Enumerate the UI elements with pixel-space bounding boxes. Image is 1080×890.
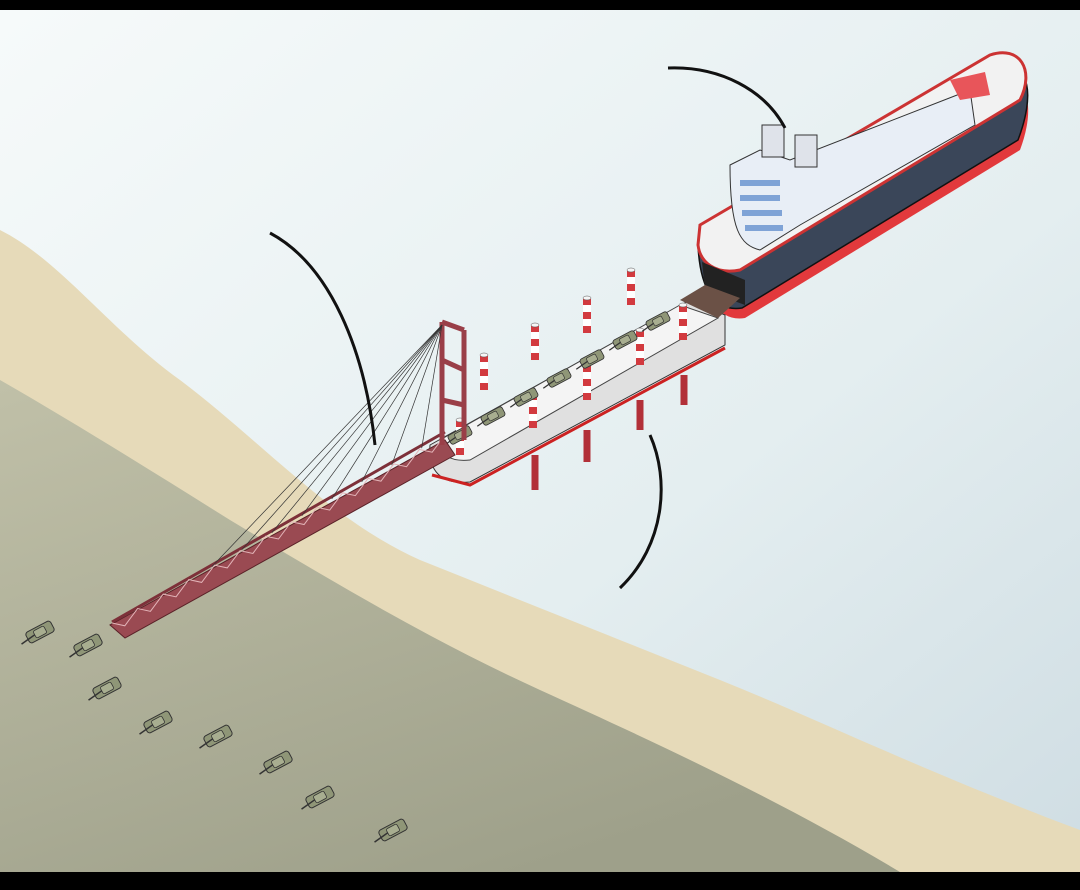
pylon — [678, 302, 688, 340]
bridge-lattice — [111, 434, 446, 627]
ship-funnel — [794, 134, 818, 168]
tank — [69, 633, 103, 658]
tank — [88, 676, 122, 701]
tank — [374, 818, 408, 843]
barge-link-ramp — [680, 285, 740, 318]
tank — [542, 368, 572, 389]
ship-stern-ramp-opening — [702, 262, 745, 305]
tank — [199, 724, 233, 749]
barge-pylons — [455, 267, 688, 455]
motion-arc — [269, 231, 377, 446]
access-bridge — [109, 319, 467, 639]
tank — [21, 620, 55, 645]
bridge-tower — [439, 319, 467, 445]
floating-barge — [429, 285, 740, 490]
bridge-top-chord — [111, 430, 446, 624]
bridge-truss — [109, 439, 456, 639]
pylon — [626, 267, 636, 305]
bottom-letterbox — [0, 872, 1080, 890]
cable — [361, 324, 443, 483]
tank — [139, 710, 173, 735]
barge-waterline — [431, 346, 726, 487]
land-tanks — [21, 620, 408, 843]
pylon — [635, 327, 645, 365]
pylon — [530, 322, 540, 360]
tank — [259, 750, 293, 775]
cable — [241, 324, 443, 550]
top-letterbox — [0, 0, 1080, 10]
barge-tanks — [443, 311, 671, 446]
pylon — [479, 352, 489, 390]
tank — [476, 406, 506, 427]
bridge-cables — [211, 324, 443, 567]
ship-funnel — [761, 124, 785, 158]
ship-helipad — [950, 72, 990, 100]
cable — [271, 324, 443, 533]
barge-legs — [531, 375, 688, 490]
motion-arcs — [269, 66, 787, 590]
tank — [509, 387, 539, 408]
tank — [301, 785, 335, 810]
tank — [641, 311, 671, 332]
motion-arc — [667, 66, 787, 129]
cable — [331, 324, 443, 500]
tank — [575, 349, 605, 370]
tank — [608, 330, 638, 351]
cable — [211, 324, 443, 567]
ship — [696, 51, 1029, 319]
motion-arc — [618, 434, 663, 590]
cable — [391, 324, 443, 466]
cable — [421, 324, 443, 449]
ship-windows — [740, 180, 783, 231]
land — [0, 380, 900, 872]
pylon — [582, 295, 592, 333]
